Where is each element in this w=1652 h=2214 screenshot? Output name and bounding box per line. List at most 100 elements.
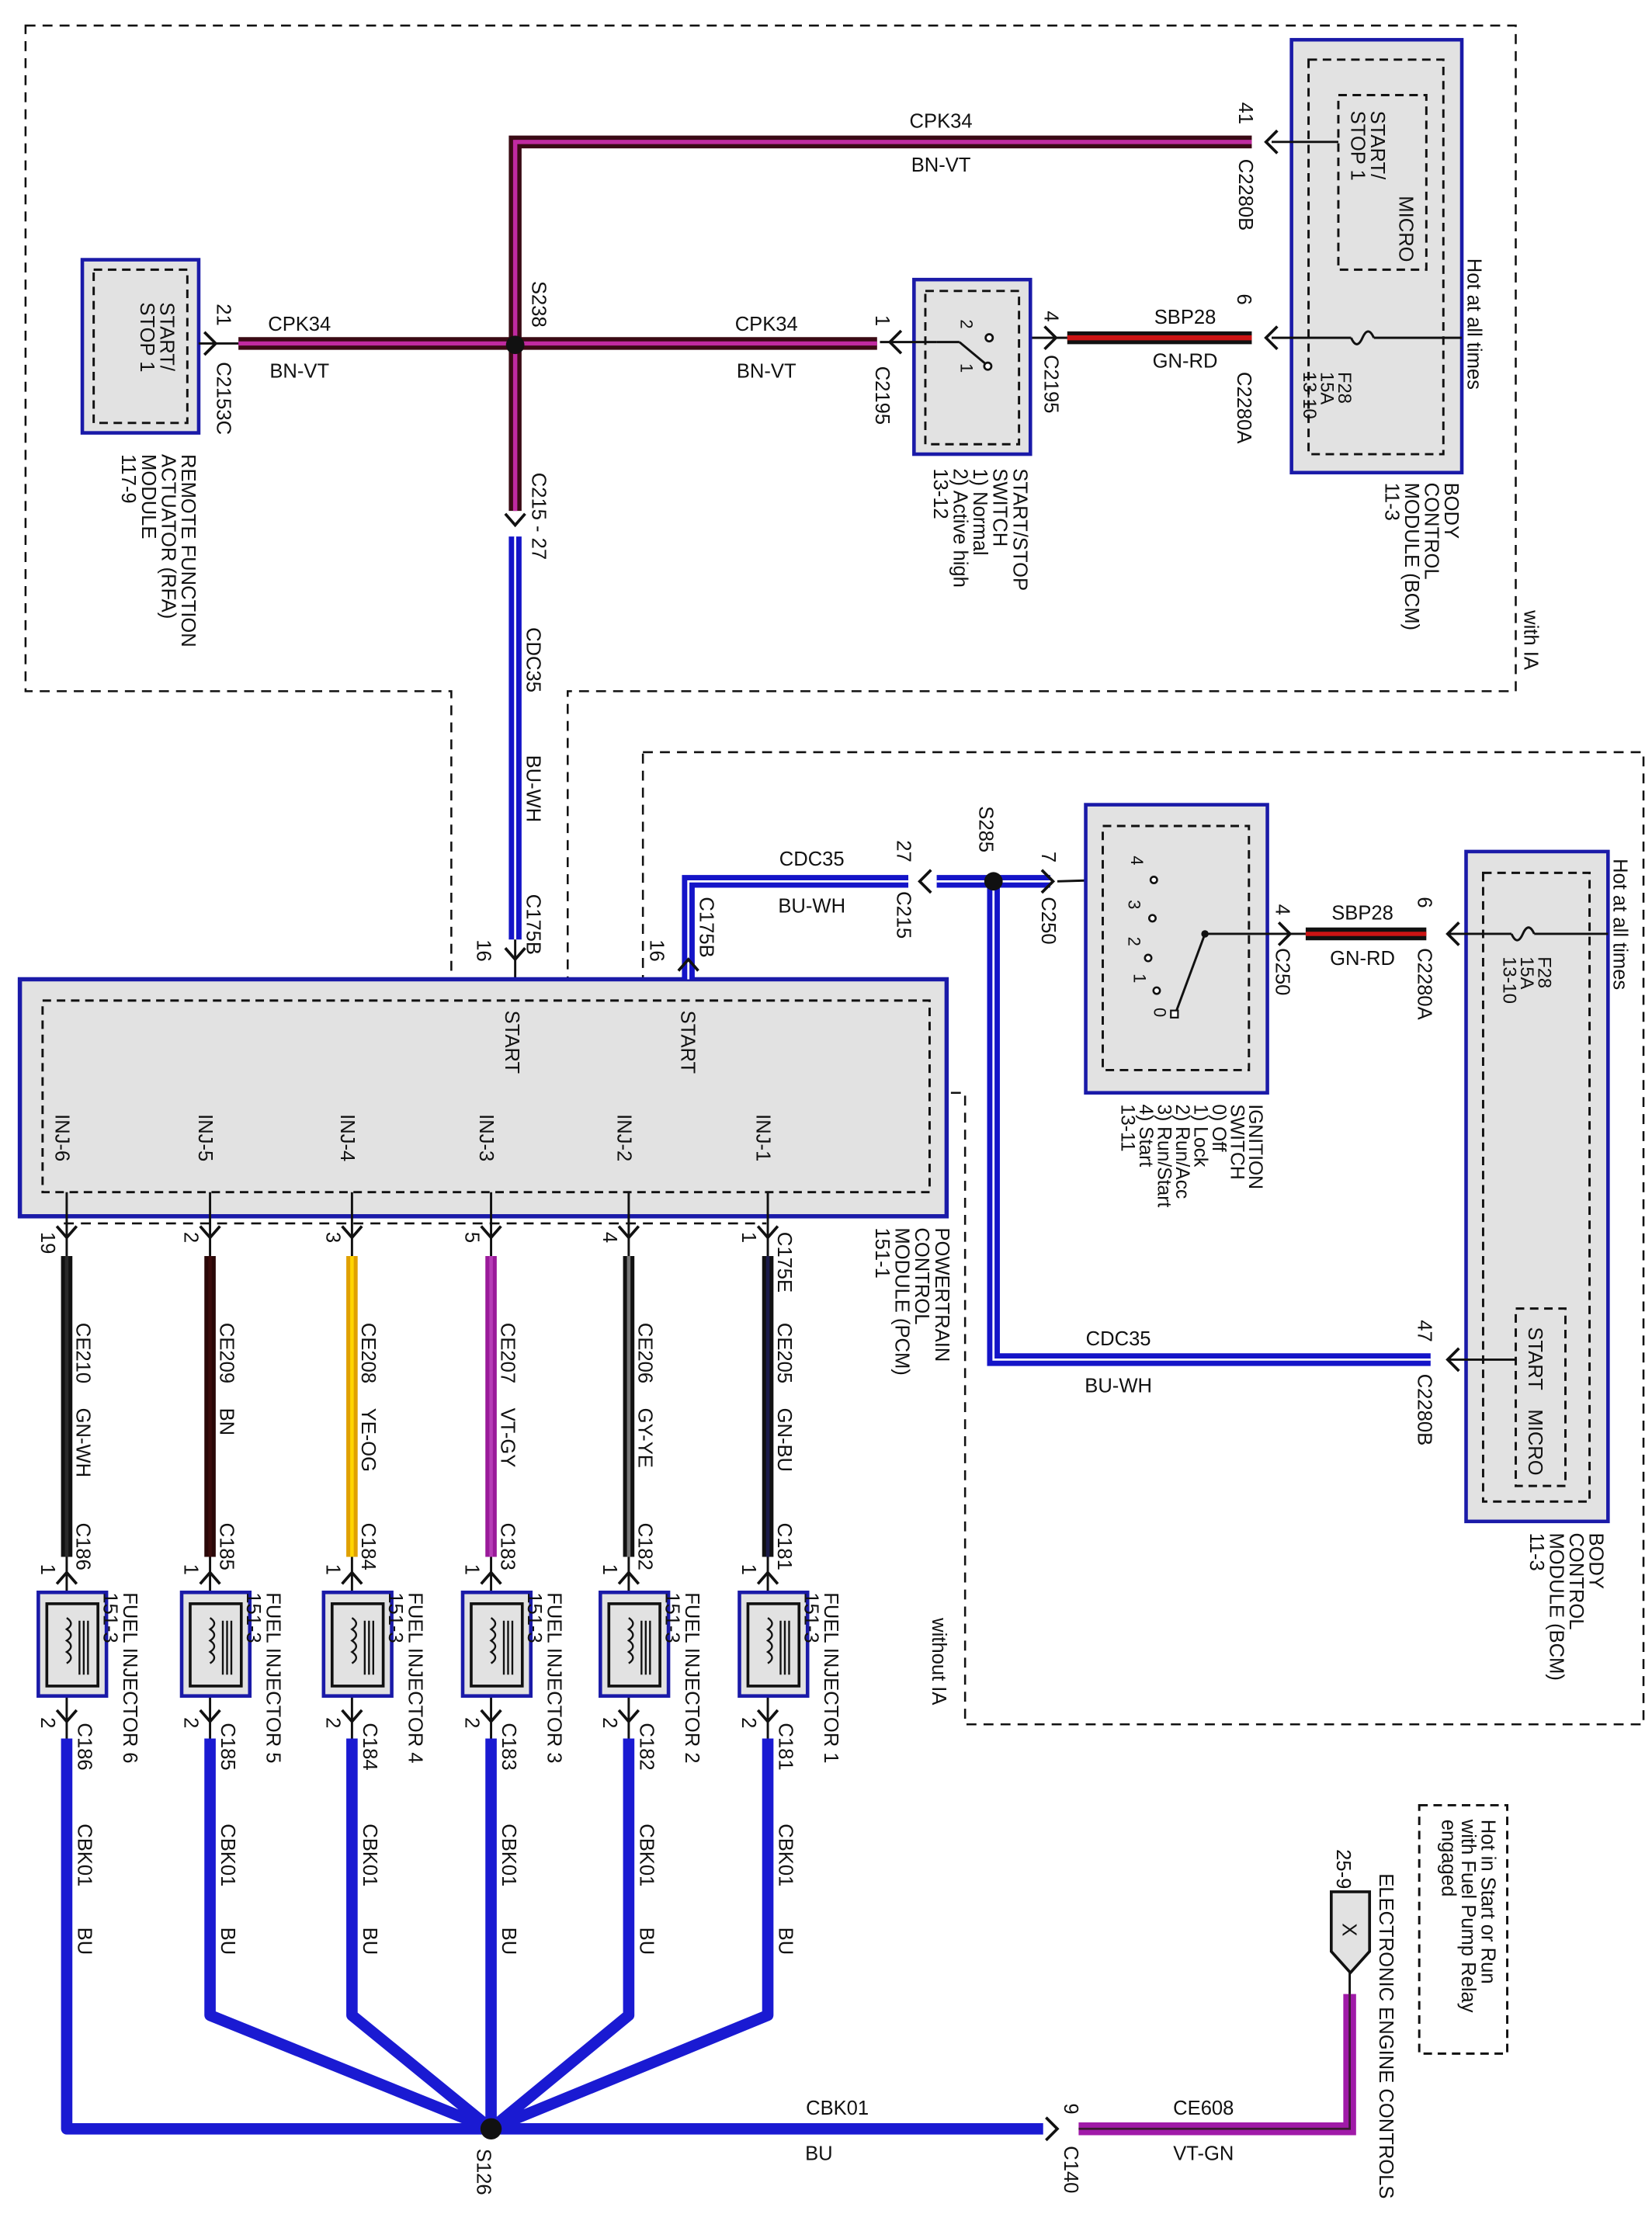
wire-color-label: BU	[636, 1928, 658, 1955]
wire-cbk01-ground-network[interactable]	[61, 1738, 1043, 2135]
pcm-pin-number: 19	[36, 1232, 58, 1254]
wire-cpk34-top-circuit: CPK34	[910, 111, 973, 133]
connector-chevron-icon	[1277, 921, 1293, 946]
coil-icon	[64, 1617, 89, 1675]
wire-cdc35-c215-color: BU-WH	[778, 896, 845, 918]
connector-chevron-icon	[203, 331, 218, 356]
c250-7-id: C250	[1037, 897, 1059, 944]
fuel-injector-6[interactable]	[36, 1590, 109, 1698]
bcm-right-fuse-label: F2815A13-10	[1499, 956, 1555, 1004]
connector-chevron-icon	[1264, 325, 1279, 351]
connector-chevron-icon	[677, 957, 699, 972]
pcm-pin-label: INJ-2	[613, 1114, 634, 1161]
bcm-right-hot-label: Hot at all times	[1609, 859, 1631, 990]
splice-s285	[984, 872, 1003, 891]
wire-color-label: BU	[359, 1928, 380, 1955]
wire-color-label: VT-GY	[496, 1408, 518, 1468]
start-stop-switch[interactable]: 2 1	[912, 277, 1032, 456]
c175b-right-pin: 16	[645, 939, 667, 961]
bcm-module-top[interactable]: START/STOP 1 MICRO F2815A13-10	[1289, 37, 1464, 475]
connector-chevron-icon	[199, 1225, 221, 1240]
pcm-name: POWERTRAINCONTROLMODULE (PCM)151-1	[871, 1227, 953, 1375]
ign-pos-4: 4	[1127, 855, 1147, 865]
connector-id: C181	[773, 1523, 795, 1570]
coil-icon	[489, 1617, 514, 1675]
c250-4-pin: 4	[1272, 904, 1293, 915]
pcm-pin-number: 3	[321, 1232, 343, 1243]
wire-cbk01-main-color: BU	[805, 2143, 833, 2165]
wire-sbp28-top-circuit: SBP28	[1154, 307, 1216, 328]
wire-cpk34-switch-color: BN-VT	[737, 360, 796, 382]
connector-pin: 2	[738, 1717, 759, 1728]
wire-cpk34-network[interactable]	[238, 135, 1252, 512]
wire-cdc35-bcm-color: BU-WH	[1085, 1375, 1152, 1397]
connector-chevron-icon	[918, 869, 932, 894]
wire-color-label: BU	[217, 1928, 238, 1955]
fuel-injector-5[interactable]	[179, 1590, 252, 1698]
bcm-module-right[interactable]: START MICRO F2815A13-10	[1464, 849, 1610, 1524]
ign-pos-1: 1	[1130, 973, 1150, 983]
connector-pin: 2	[321, 1717, 343, 1728]
rfa-start-stop-label: START/STOP 1	[136, 302, 178, 372]
wire-circuit-label: CBK01	[217, 1824, 238, 1886]
connector-pin: 2	[599, 1717, 620, 1728]
coil-icon	[208, 1617, 233, 1675]
bcm-top-name: BODYCONTROLMODULE (BCM)11-3	[1380, 483, 1462, 630]
connector-chevron-icon	[756, 1225, 779, 1240]
wire-cpk34-rfa-color: BN-VT	[269, 360, 329, 382]
connector-chevron-icon	[617, 1570, 640, 1585]
pcm-pin-label: INJ-5	[194, 1114, 216, 1161]
connector-id: C185	[217, 1723, 238, 1770]
connector-chevron-icon	[341, 1709, 363, 1724]
ecc-symbol: X	[1338, 1923, 1359, 1936]
fuel-injector-3[interactable]	[460, 1590, 533, 1698]
connector-id: C182	[634, 1523, 656, 1570]
c140-id: C140	[1060, 2146, 1081, 2193]
wire-cdc35-bcm-circuit: CDC35	[1086, 1328, 1151, 1350]
connector-pin: 1	[461, 1564, 483, 1575]
wire-circuit-label: CBK01	[74, 1824, 95, 1886]
fuel-injector-2[interactable]	[599, 1590, 671, 1698]
ign-pos-3: 3	[1124, 900, 1144, 909]
ecc-name: ELECTRONIC ENGINE CONTROLS	[1375, 1873, 1397, 2198]
wire-cbk01-main-circuit: CBK01	[806, 2098, 869, 2119]
fuel-injector-1[interactable]	[738, 1590, 810, 1698]
wire-color-label: YE-OG	[357, 1408, 379, 1472]
bcm-right-micro-label: MICRO	[1524, 1409, 1546, 1475]
connector-chevron-icon	[480, 1709, 502, 1724]
rfa-module[interactable]: START/STOP 1	[80, 258, 201, 435]
connector-chevron-icon	[55, 1225, 78, 1240]
ign-pos-0: 0	[1150, 1008, 1169, 1017]
wire-circuit-label: CBK01	[636, 1824, 658, 1886]
c215-right-pin: 27	[892, 840, 914, 862]
start-stop-switch-name: START/STOPSWITCH1) Normal2) Active high1…	[929, 468, 1030, 591]
connector-chevron-icon	[199, 1570, 221, 1585]
injector-name: FUEL INJECTOR 3151-3	[523, 1592, 565, 1763]
c2280b-top-pin: 41	[1234, 102, 1256, 124]
connector-chevron-icon	[756, 1570, 779, 1585]
bcm-micro-label: MICRO	[1395, 196, 1417, 262]
pcm-pin-label: INJ-3	[475, 1114, 497, 1161]
coil-icon	[350, 1617, 374, 1675]
fuel-injector-4[interactable]	[321, 1590, 394, 1698]
pcm-pin-number: 2	[180, 1232, 202, 1243]
ignition-switch[interactable]: 4 3 2 1 0	[1084, 803, 1269, 1095]
connector-chevron-icon	[341, 1570, 363, 1585]
connector-chevron-icon	[887, 329, 903, 355]
bcm-right-feed-line	[1447, 932, 1609, 1361]
c2280b-right-pin: 47	[1413, 1320, 1435, 1341]
wire-sbp28-top-color: GN-RD	[1153, 351, 1218, 373]
coil-icon	[626, 1617, 651, 1675]
connector-chevron-icon	[1040, 869, 1056, 894]
c250-4-id: C250	[1272, 948, 1293, 995]
wire-cpk34-switch-circuit: CPK34	[735, 314, 798, 335]
connector-pin: 2	[180, 1717, 202, 1728]
without-ia-label: without IA	[928, 1617, 949, 1706]
wire-color-label: GN-WH	[72, 1408, 94, 1478]
wire-ce608[interactable]	[1078, 1994, 1356, 2136]
page-reference-icon[interactable]	[1330, 1890, 1372, 1975]
c175b-right-id: C175B	[695, 897, 717, 957]
bcm-top-hot-label: Hot at all times	[1463, 259, 1484, 390]
